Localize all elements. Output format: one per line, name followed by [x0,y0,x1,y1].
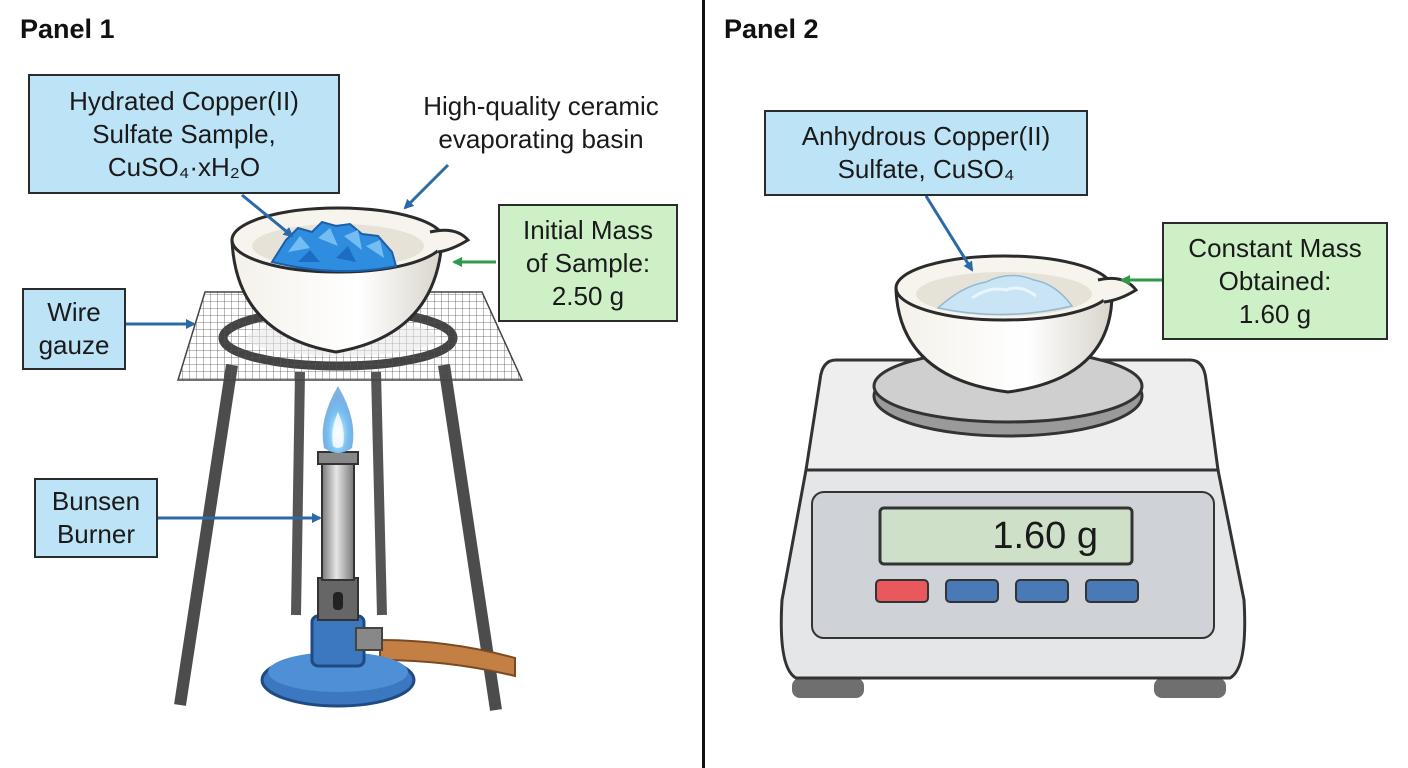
balance-button-4 [1085,579,1139,603]
panel-1-title: Panel 1 [20,14,115,44]
wire-gauze-label-line1: Wire [47,297,101,327]
anhydrous-product-label-line2: Sulfate, CuSO₄ [837,154,1015,184]
bunsen-burner-label-line2: Burner [56,519,136,549]
initial-mass-label: Initial Mass of Sample: 2.50 g [498,204,678,322]
basin-label: High-quality ceramic evaporating basin [396,90,686,156]
hydrated-sample-label-line2: Sulfate Sample, [92,118,276,149]
bunsen-flame [322,386,354,453]
hydrated-sample-formula: CuSO₄·xH₂O [107,151,261,182]
constant-mass-label-line2: Obtained: [1218,265,1332,296]
hydrated-crystals [270,220,398,273]
constant-mass-value: 1.60 g [1238,298,1312,329]
anhydrous-product-label-line1: Anhydrous Copper(II) [801,121,1051,151]
basin-arrow [403,163,450,210]
basin-label-line2: evaporating basin [438,124,644,154]
wire-gauze-label: Wire gauze [22,288,126,370]
bunsen-burner-label: Bunsen Burner [34,478,158,558]
constant-mass-label-line1: Constant Mass [1188,232,1362,263]
hydrated-sample-label-line1: Hydrated Copper(II) [69,85,299,116]
tare-button [875,579,929,603]
anhydrous-product-label: Anhydrous Copper(II) Sulfate, CuSO₄ [764,110,1088,196]
bunsen-burner [260,451,516,708]
initial-mass-value: 2.50 g [551,280,625,311]
panel-divider [702,0,705,768]
bunsen-burner-label-line1: Bunsen [51,486,141,516]
balance-buttons [875,579,1139,603]
anhydrous-powder [936,274,1074,316]
initial-mass-label-line2: of Sample: [525,247,651,278]
sample-arrow [241,193,294,238]
balance-screen [878,506,1134,566]
balance-button-2 [945,579,999,603]
initial-mass-label-line1: Initial Mass [522,214,654,245]
balance-readout: 1.60 g [992,514,1098,557]
panel-2-title: Panel 2 [724,14,819,44]
wire-gauze-label-line2: gauze [38,330,110,360]
constant-mass-label: Constant Mass Obtained: 1.60 g [1162,222,1388,340]
product-arrow [924,195,974,272]
hydrated-sample-label: Hydrated Copper(II) Sulfate Sample, CuSO… [28,74,340,194]
basin-label-line1: High-quality ceramic [423,91,659,121]
balance-button-3 [1015,579,1069,603]
